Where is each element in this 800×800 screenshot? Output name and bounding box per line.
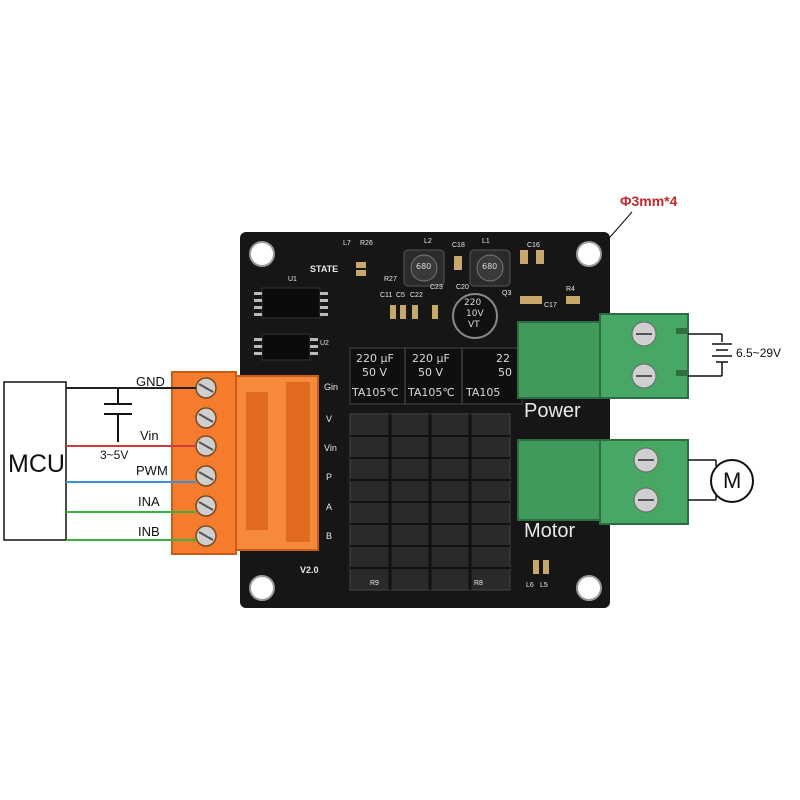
designator-c20: C20 [456,284,469,291]
wire-label-vin: Vin [140,428,159,443]
inductor-l2-value: 680 [416,262,432,271]
designator-c5: C5 [396,292,405,299]
motor-terminal-block [517,439,689,525]
designator-l1: L1 [482,238,490,245]
pin-label-v: V [326,414,333,424]
terminal-screw-slot-2 [198,413,214,423]
designator-l2: L2 [424,238,432,245]
wire-label-pwm: PWM [136,463,168,478]
pin-label-a: A [326,502,333,512]
designator-r26: R26 [360,240,373,247]
capacitor-1-capacitance: 220 µF [356,352,394,365]
mounting-hole-note: Φ3mm*4 [620,193,678,209]
capacitor-1-rating: TA105℃ [352,386,399,399]
inductor-l1-value: 680 [482,262,498,271]
designator-c22: C22 [410,292,423,299]
terminal-screw-slot-4 [198,471,214,481]
motor-symbol-label: M [723,468,742,493]
capacitor-2-voltage: 50 V [418,366,444,379]
hole-callout [603,211,633,245]
wire-label-ina: INA [138,494,160,509]
designator-c16: C16 [527,242,540,249]
pin-label-vin: Vin [324,443,337,453]
terminal-screw-slot-5 [198,501,214,511]
terminal-screws [195,377,217,547]
capacitor-small [452,293,498,339]
inductor-l2 [403,249,445,287]
capacitor-1-voltage: 50 V [362,366,388,379]
capacitor-3-rating: TA105 [466,386,501,399]
ic-chip-u2 [254,333,318,361]
signal-wires [66,387,196,541]
board-version: V2.0 [300,565,319,575]
mounting-hole-top-right [576,241,602,267]
terminal-screw-slot-1 [198,383,214,393]
capacitor-3-capacitance: 22 [496,352,510,365]
power-battery-symbol [688,333,732,377]
designator-r27: R27 [384,276,397,283]
designator-u2: U2 [320,340,329,347]
designator-l7: L7 [343,240,351,247]
designator-c11: C11 [380,292,393,299]
designator-l5: L5 [540,582,548,589]
designator-q3: Q3 [502,290,512,297]
capacitor-2-rating: TA105℃ [408,386,455,399]
designator-r4: R4 [566,286,575,293]
pin-label-b: B [326,531,333,541]
motor-terminal-label: Motor [524,520,576,542]
power-terminal-block [517,313,689,399]
capacitor-2-capacitance: 220 µF [412,352,450,365]
logic-supply-capacitor [104,388,132,442]
wire-label-inb: INB [138,524,160,539]
capacitor-small-voltage: 10V [466,309,484,319]
designator-c23: C23 [430,284,443,291]
power-voltage-label: 6.5~29V [736,346,782,360]
mounting-hole-top-left [249,241,275,267]
mcu-box [3,381,67,541]
pin-label-p: P [326,472,333,482]
motor-symbol [688,459,754,503]
capacitor-small-value: 220 [464,298,482,308]
inductor-l1 [469,249,511,287]
mounting-hole-bottom-right [576,575,602,601]
signal-terminal-block [171,371,319,555]
state-label: STATE [310,264,339,274]
designator-c17: C17 [544,302,557,309]
designator-u1: U1 [288,276,297,283]
designator-l6: L6 [526,582,534,589]
mounting-hole-bottom-left [249,575,275,601]
capacitor-3-voltage: 50 [498,366,512,379]
designator-r8: R8 [474,580,483,587]
mcu-label: MCU [8,450,65,478]
ic-chip-u1 [254,287,328,319]
logic-voltage-label: 3~5V [100,448,129,462]
terminal-screw-slot-3 [198,441,214,451]
capacitor-small-code: VT [468,320,480,330]
pin-label-gin: Gin [324,382,339,392]
wire-label-gnd: GND [136,374,165,389]
terminal-screw-slot-6 [198,531,214,541]
designator-r9: R9 [370,580,379,587]
designator-c18: C18 [452,242,465,249]
power-terminal-label: Power [524,400,581,422]
heatsink [349,413,511,591]
